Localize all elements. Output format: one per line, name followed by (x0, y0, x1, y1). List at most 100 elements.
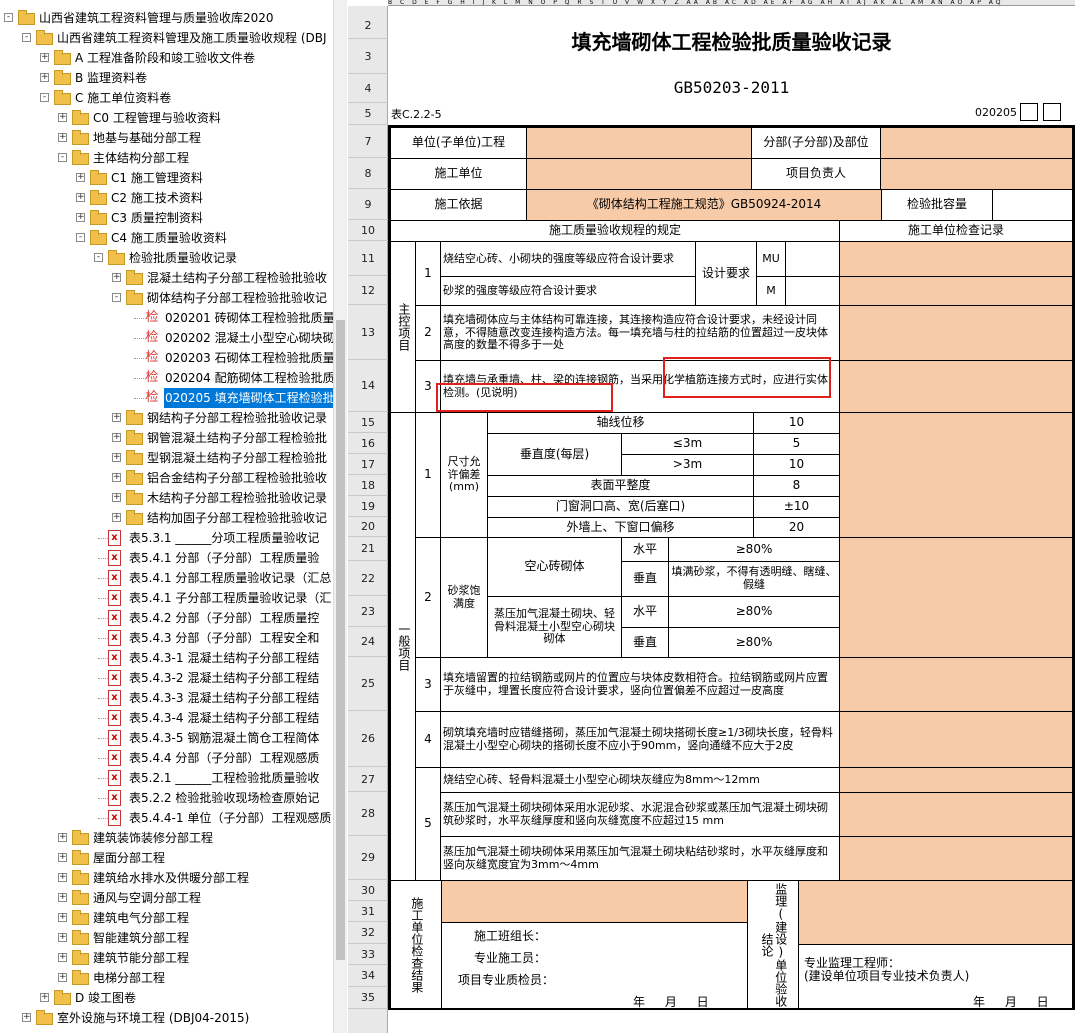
tree-node[interactable]: +电梯分部工程 (0, 968, 333, 988)
tree-node[interactable]: +室外设施与环境工程 (DBJ04-2015) (0, 1008, 333, 1028)
g1-record[interactable] (839, 412, 1073, 538)
m1-m-input[interactable] (785, 276, 840, 306)
row-number[interactable]: 18 (348, 475, 388, 496)
row-number[interactable]: 24 (348, 627, 388, 657)
expand-toggle-icon[interactable]: + (22, 1012, 31, 1022)
expand-toggle-icon[interactable]: + (58, 932, 67, 942)
row-number[interactable]: 4 (348, 74, 388, 103)
expand-toggle-icon[interactable]: + (58, 852, 67, 862)
basis-input[interactable]: 《砌体结构工程施工规范》GB50924-2014 (526, 189, 882, 221)
expand-toggle-icon[interactable]: + (112, 432, 121, 442)
expand-toggle-icon[interactable]: + (58, 832, 67, 842)
tree-node[interactable]: -C4 施工质量验收资料 (0, 228, 333, 248)
row-number[interactable]: 15 (348, 412, 388, 433)
pm-input[interactable] (880, 158, 1073, 190)
row-number[interactable]: 30 (348, 880, 388, 901)
expand-toggle-icon[interactable]: + (76, 172, 85, 182)
collapse-toggle-icon[interactable]: - (22, 33, 31, 42)
expand-toggle-icon[interactable]: + (76, 212, 85, 222)
expand-toggle-icon[interactable]: + (40, 52, 49, 62)
expand-toggle-icon[interactable]: + (112, 412, 121, 422)
tree-node[interactable]: +建筑给水排水及供暖分部工程 (0, 868, 333, 888)
m1-record-a[interactable] (839, 241, 1073, 277)
expand-toggle-icon[interactable]: + (58, 872, 67, 882)
row-number[interactable]: 32 (348, 922, 388, 944)
expand-toggle-icon[interactable]: + (58, 132, 67, 142)
collapse-toggle-icon[interactable]: - (58, 153, 67, 162)
tree-node[interactable]: +C3 质量控制资料 (0, 208, 333, 228)
collapse-toggle-icon[interactable]: - (4, 13, 13, 22)
tree-node[interactable]: +地基与基础分部工程 (0, 128, 333, 148)
tree-node[interactable]: +D 竣工图卷 (0, 988, 333, 1008)
expand-toggle-icon[interactable]: + (58, 912, 67, 922)
constructor-input[interactable] (526, 158, 752, 190)
row-number[interactable]: 8 (348, 158, 388, 189)
tree-node[interactable]: -砌体结构子分部工程检验批验收记 (0, 288, 333, 308)
subdivision-input[interactable] (880, 127, 1073, 159)
row-number[interactable]: 25 (348, 657, 388, 711)
expand-toggle-icon[interactable]: + (58, 892, 67, 902)
row-number[interactable]: 5 (348, 103, 388, 125)
row-number[interactable]: 22 (348, 561, 388, 596)
g3-record[interactable] (839, 657, 1073, 712)
tree-node[interactable]: -主体结构分部工程 (0, 148, 333, 168)
row-number[interactable]: 19 (348, 496, 388, 517)
tree-node[interactable]: -山西省建筑工程资料管理与质量验收库2020 (0, 8, 333, 28)
tree-node[interactable]: +建筑电气分部工程 (0, 908, 333, 928)
row-number[interactable]: 35 (348, 987, 388, 1009)
tree-node[interactable]: +通风与空调分部工程 (0, 888, 333, 908)
expand-toggle-icon[interactable]: + (58, 112, 67, 122)
tree-node[interactable]: +C1 施工管理资料 (0, 168, 333, 188)
tree-node[interactable]: -山西省建筑工程资料管理及施工质量验收规程 (DBJ (0, 28, 333, 48)
row-number[interactable]: 9 (348, 189, 388, 220)
expand-toggle-icon[interactable]: + (112, 472, 121, 482)
tree-node[interactable]: +木结构子分部工程检验批验收记录 (0, 488, 333, 508)
tree-node[interactable]: +结构加固子分部工程检验批验收记 (0, 508, 333, 528)
row-number[interactable]: 33 (348, 944, 388, 965)
expand-toggle-icon[interactable]: + (58, 972, 67, 982)
row-number[interactable]: 27 (348, 767, 388, 792)
m2-record[interactable] (839, 305, 1073, 361)
tree-node[interactable]: +A 工程准备阶段和竣工验收文件卷 (0, 48, 333, 68)
expand-toggle-icon[interactable]: + (112, 272, 121, 282)
row-number[interactable]: 26 (348, 711, 388, 767)
g5-record-a[interactable] (839, 767, 1073, 793)
row-number[interactable]: 23 (348, 596, 388, 627)
collapse-toggle-icon[interactable]: - (112, 293, 121, 302)
collapse-toggle-icon[interactable]: - (94, 253, 103, 262)
tree-node[interactable]: +建筑节能分部工程 (0, 948, 333, 968)
tree-node[interactable]: -C 施工单位资料卷 (0, 88, 333, 108)
row-number[interactable]: 29 (348, 836, 388, 880)
row-number[interactable]: 31 (348, 901, 388, 922)
code-box-2[interactable] (1043, 103, 1061, 121)
expand-toggle-icon[interactable]: + (112, 452, 121, 462)
tree-node[interactable]: +铝合金结构子分部工程检验批验收 (0, 468, 333, 488)
tree-node[interactable]: +C2 施工技术资料 (0, 188, 333, 208)
g5-record-b[interactable] (839, 792, 1073, 837)
tree-node[interactable]: +建筑装饰装修分部工程 (0, 828, 333, 848)
row-number[interactable]: 13 (348, 305, 388, 360)
row-number[interactable]: 28 (348, 792, 388, 836)
tree-node[interactable]: +C0 工程管理与验收资料 (0, 108, 333, 128)
expand-toggle-icon[interactable]: + (112, 512, 121, 522)
g2-record[interactable] (839, 537, 1073, 658)
tree-node[interactable]: +屋面分部工程 (0, 848, 333, 868)
row-number[interactable]: 21 (348, 537, 388, 561)
row-number[interactable]: 3 (348, 39, 388, 74)
row-number[interactable]: 20 (348, 517, 388, 537)
unit-input[interactable] (526, 127, 752, 159)
